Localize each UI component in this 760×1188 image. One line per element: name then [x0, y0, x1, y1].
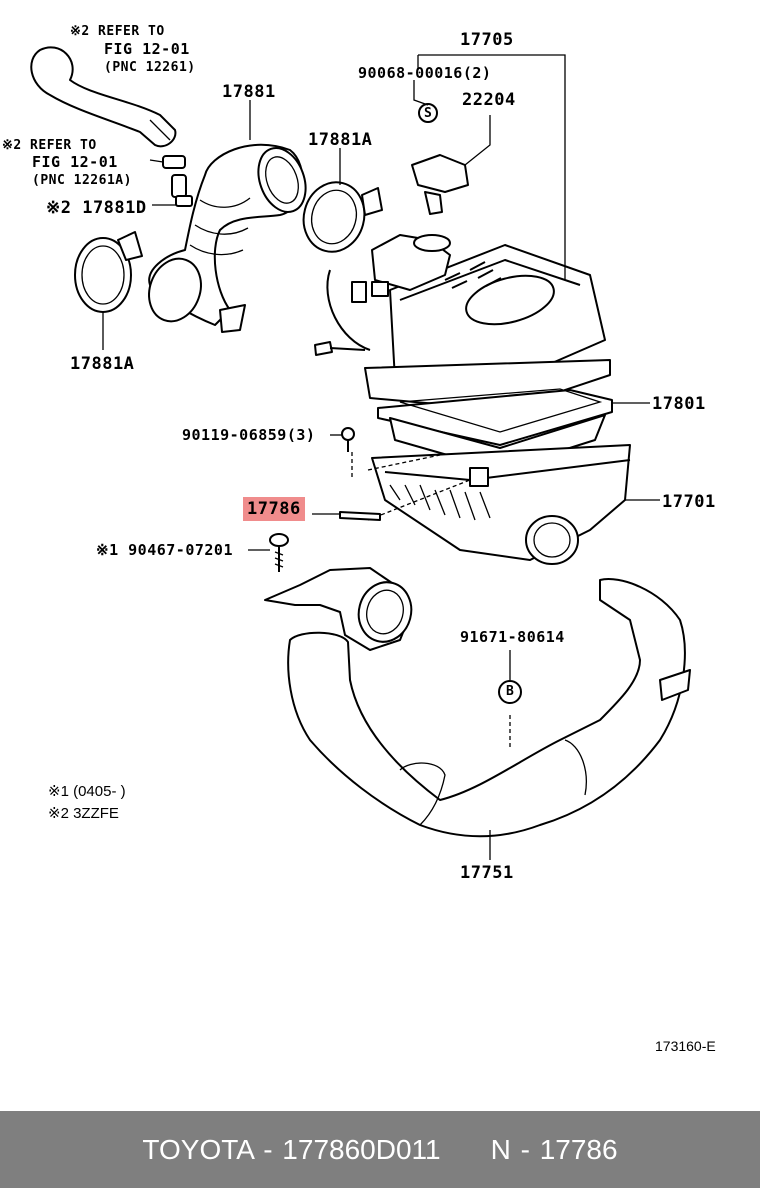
intake-hose	[148, 143, 307, 333]
part-label-17705[interactable]: 17705	[460, 30, 514, 50]
part-label-17701[interactable]: 17701	[662, 492, 716, 512]
footer-brand-part: TOYOTA - 177860D011	[142, 1134, 441, 1165]
mark-s: S	[424, 106, 433, 121]
screw-90467	[269, 533, 289, 572]
hose-connector	[162, 155, 193, 207]
note-2: ※2 3ZZFE	[48, 805, 119, 822]
air-cleaner-case	[351, 444, 631, 565]
part-label-91671[interactable]: 91671-80614	[460, 628, 565, 646]
breather-hose-top	[30, 46, 177, 148]
refer-label-1-line2: FIG 12-01	[104, 40, 190, 58]
figure-code: 173160-E	[655, 1038, 716, 1054]
part-17786-pin	[339, 511, 381, 521]
part-label-90467[interactable]: ※1 90467-07201	[96, 541, 233, 559]
footer-text: TOYOTA - 177860D011 N - 17786	[0, 1111, 760, 1188]
refer-label-2-line3: (PNC 12261A)	[32, 173, 132, 188]
part-label-17801[interactable]: 17801	[652, 394, 706, 414]
footer-pnc: N - 17786	[490, 1134, 618, 1165]
air-cleaner-assembly-drawing	[30, 46, 691, 860]
note-1: ※1 (0405- )	[48, 783, 126, 800]
parts-diagram: ※2 REFER TO FIG 12-01 (PNC 12261) ※2 REF…	[2, 24, 716, 1054]
clamp-top	[302, 181, 383, 253]
refer-label-2-line2: FIG 12-01	[32, 153, 118, 171]
air-cleaner-cap	[314, 234, 611, 411]
refer-label-2-line1: ※2 REFER TO	[2, 138, 97, 153]
clamp-bottom	[74, 231, 143, 313]
part-label-90119[interactable]: 90119-06859(3)	[182, 426, 316, 444]
part-label-17786-highlighted[interactable]: 17786	[243, 497, 305, 521]
refer-label-1-line3: (PNC 12261)	[104, 60, 196, 75]
part-label-17751[interactable]: 17751	[460, 863, 514, 883]
part-label-90068[interactable]: 90068-00016(2)	[358, 64, 492, 82]
part-label-22204[interactable]: 22204	[462, 90, 516, 110]
part-label-17881[interactable]: 17881	[222, 82, 276, 102]
refer-label-1-line1: ※2 REFER TO	[70, 24, 165, 39]
part-label-17881A-top[interactable]: 17881A	[308, 130, 373, 150]
mark-b: B	[506, 684, 515, 699]
air-flow-meter	[411, 103, 469, 215]
intake-pipe	[264, 567, 691, 838]
screw-90119	[341, 427, 355, 452]
part-label-17881D[interactable]: ※2 17881D	[46, 198, 147, 218]
leader-lines	[102, 54, 660, 860]
part-label-17881A-bottom[interactable]: 17881A	[70, 354, 135, 374]
footer-bar: TOYOTA - 177860D011 N - 17786	[0, 1111, 760, 1188]
